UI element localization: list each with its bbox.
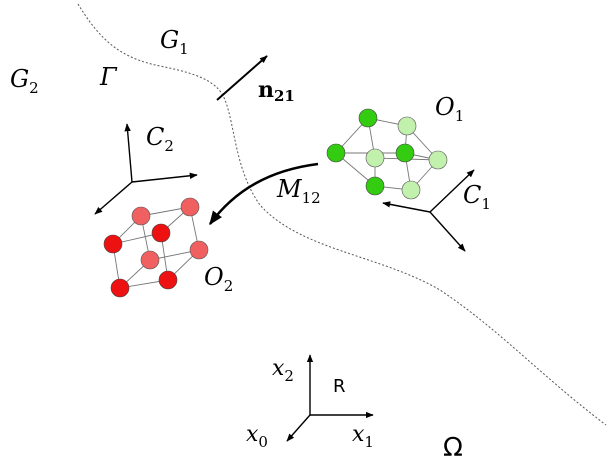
o1-atom-4 bbox=[401, 180, 421, 200]
o1-atom-3 bbox=[428, 150, 448, 170]
domain-g2-label: G2 bbox=[10, 65, 39, 97]
frame-c1-label: C1 bbox=[463, 181, 491, 213]
o1-atom-5 bbox=[358, 108, 378, 128]
frame-c2-label: C2 bbox=[146, 123, 174, 155]
o1-atom-8 bbox=[365, 176, 385, 196]
o2-atom-8 bbox=[110, 278, 130, 298]
normal-vector-label: n21 bbox=[258, 77, 295, 105]
normal-vector-arrow bbox=[216, 55, 268, 101]
axis-x0-label: x0 bbox=[246, 422, 268, 451]
lattice-o1 bbox=[326, 108, 448, 200]
reference-frame-axes bbox=[286, 354, 374, 442]
reference-frame-label: R bbox=[333, 376, 346, 397]
o2-atom-6 bbox=[103, 234, 123, 254]
axis-x2-label: x2 bbox=[272, 356, 294, 385]
o2-atom-3 bbox=[140, 250, 160, 270]
o1-atom-1 bbox=[397, 116, 417, 136]
mapping-arrow bbox=[208, 162, 319, 226]
o2-atom-1 bbox=[131, 206, 151, 226]
frame-c1-axes bbox=[382, 169, 475, 252]
o2-atom-5 bbox=[151, 223, 171, 243]
interface-gamma-label: Γ bbox=[99, 63, 118, 91]
o2-atom-4 bbox=[189, 240, 209, 260]
o2-atom-7 bbox=[158, 270, 178, 290]
object-o1-label: O1 bbox=[435, 93, 464, 125]
o1-atom-7 bbox=[395, 143, 415, 163]
o1-atom-2 bbox=[365, 148, 385, 168]
mapping-label: M12 bbox=[276, 175, 321, 207]
axis-x1-label: x1 bbox=[352, 422, 374, 451]
frame-c2-axes bbox=[94, 123, 198, 215]
object-o2-label: O2 bbox=[204, 263, 233, 295]
domain-g1-label: G1 bbox=[160, 26, 189, 58]
o1-atom-6 bbox=[326, 143, 346, 163]
lattice-o2 bbox=[103, 197, 209, 298]
domain-omega-label: Ω bbox=[443, 433, 463, 462]
interface-curve bbox=[77, 3, 607, 426]
o2-atom-2 bbox=[180, 197, 200, 217]
